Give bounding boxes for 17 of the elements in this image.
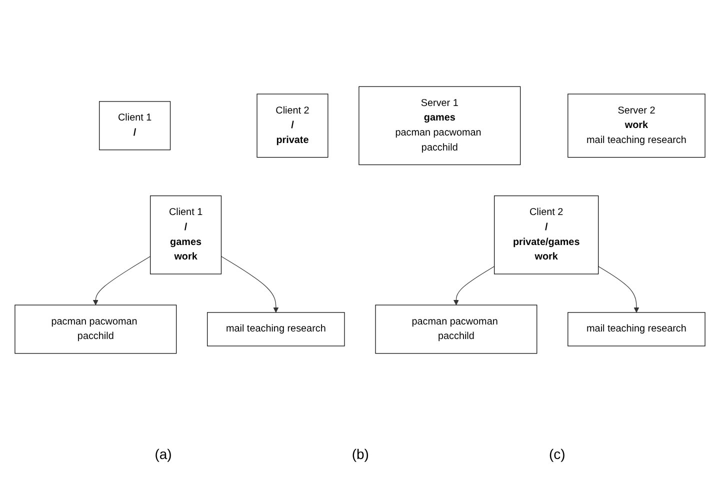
node-box: Client 2 / private/games work [494,195,599,274]
panel-label: (a) [154,446,172,462]
arrow [92,256,151,306]
panel-label: (c) [548,446,566,462]
node-box: Client 1 / [99,101,171,150]
node-box: pacman pacwoman pacchild [14,304,177,354]
arrow [453,266,495,306]
node-box: Server 2 work mail teaching research [568,94,706,158]
node-box: Client 1 / games work [150,195,222,274]
arrow [598,266,640,313]
node-box: mail teaching research [568,312,706,346]
panel-label: (b) [352,446,369,462]
node-box: mail teaching research [207,312,345,346]
node-box: pacman pacwoman pacchild [375,304,538,354]
node-box: Client 2 / private [256,94,328,158]
arrow [220,256,279,313]
node-box: Server 1 games pacman pacwoman pacchild [358,86,521,166]
